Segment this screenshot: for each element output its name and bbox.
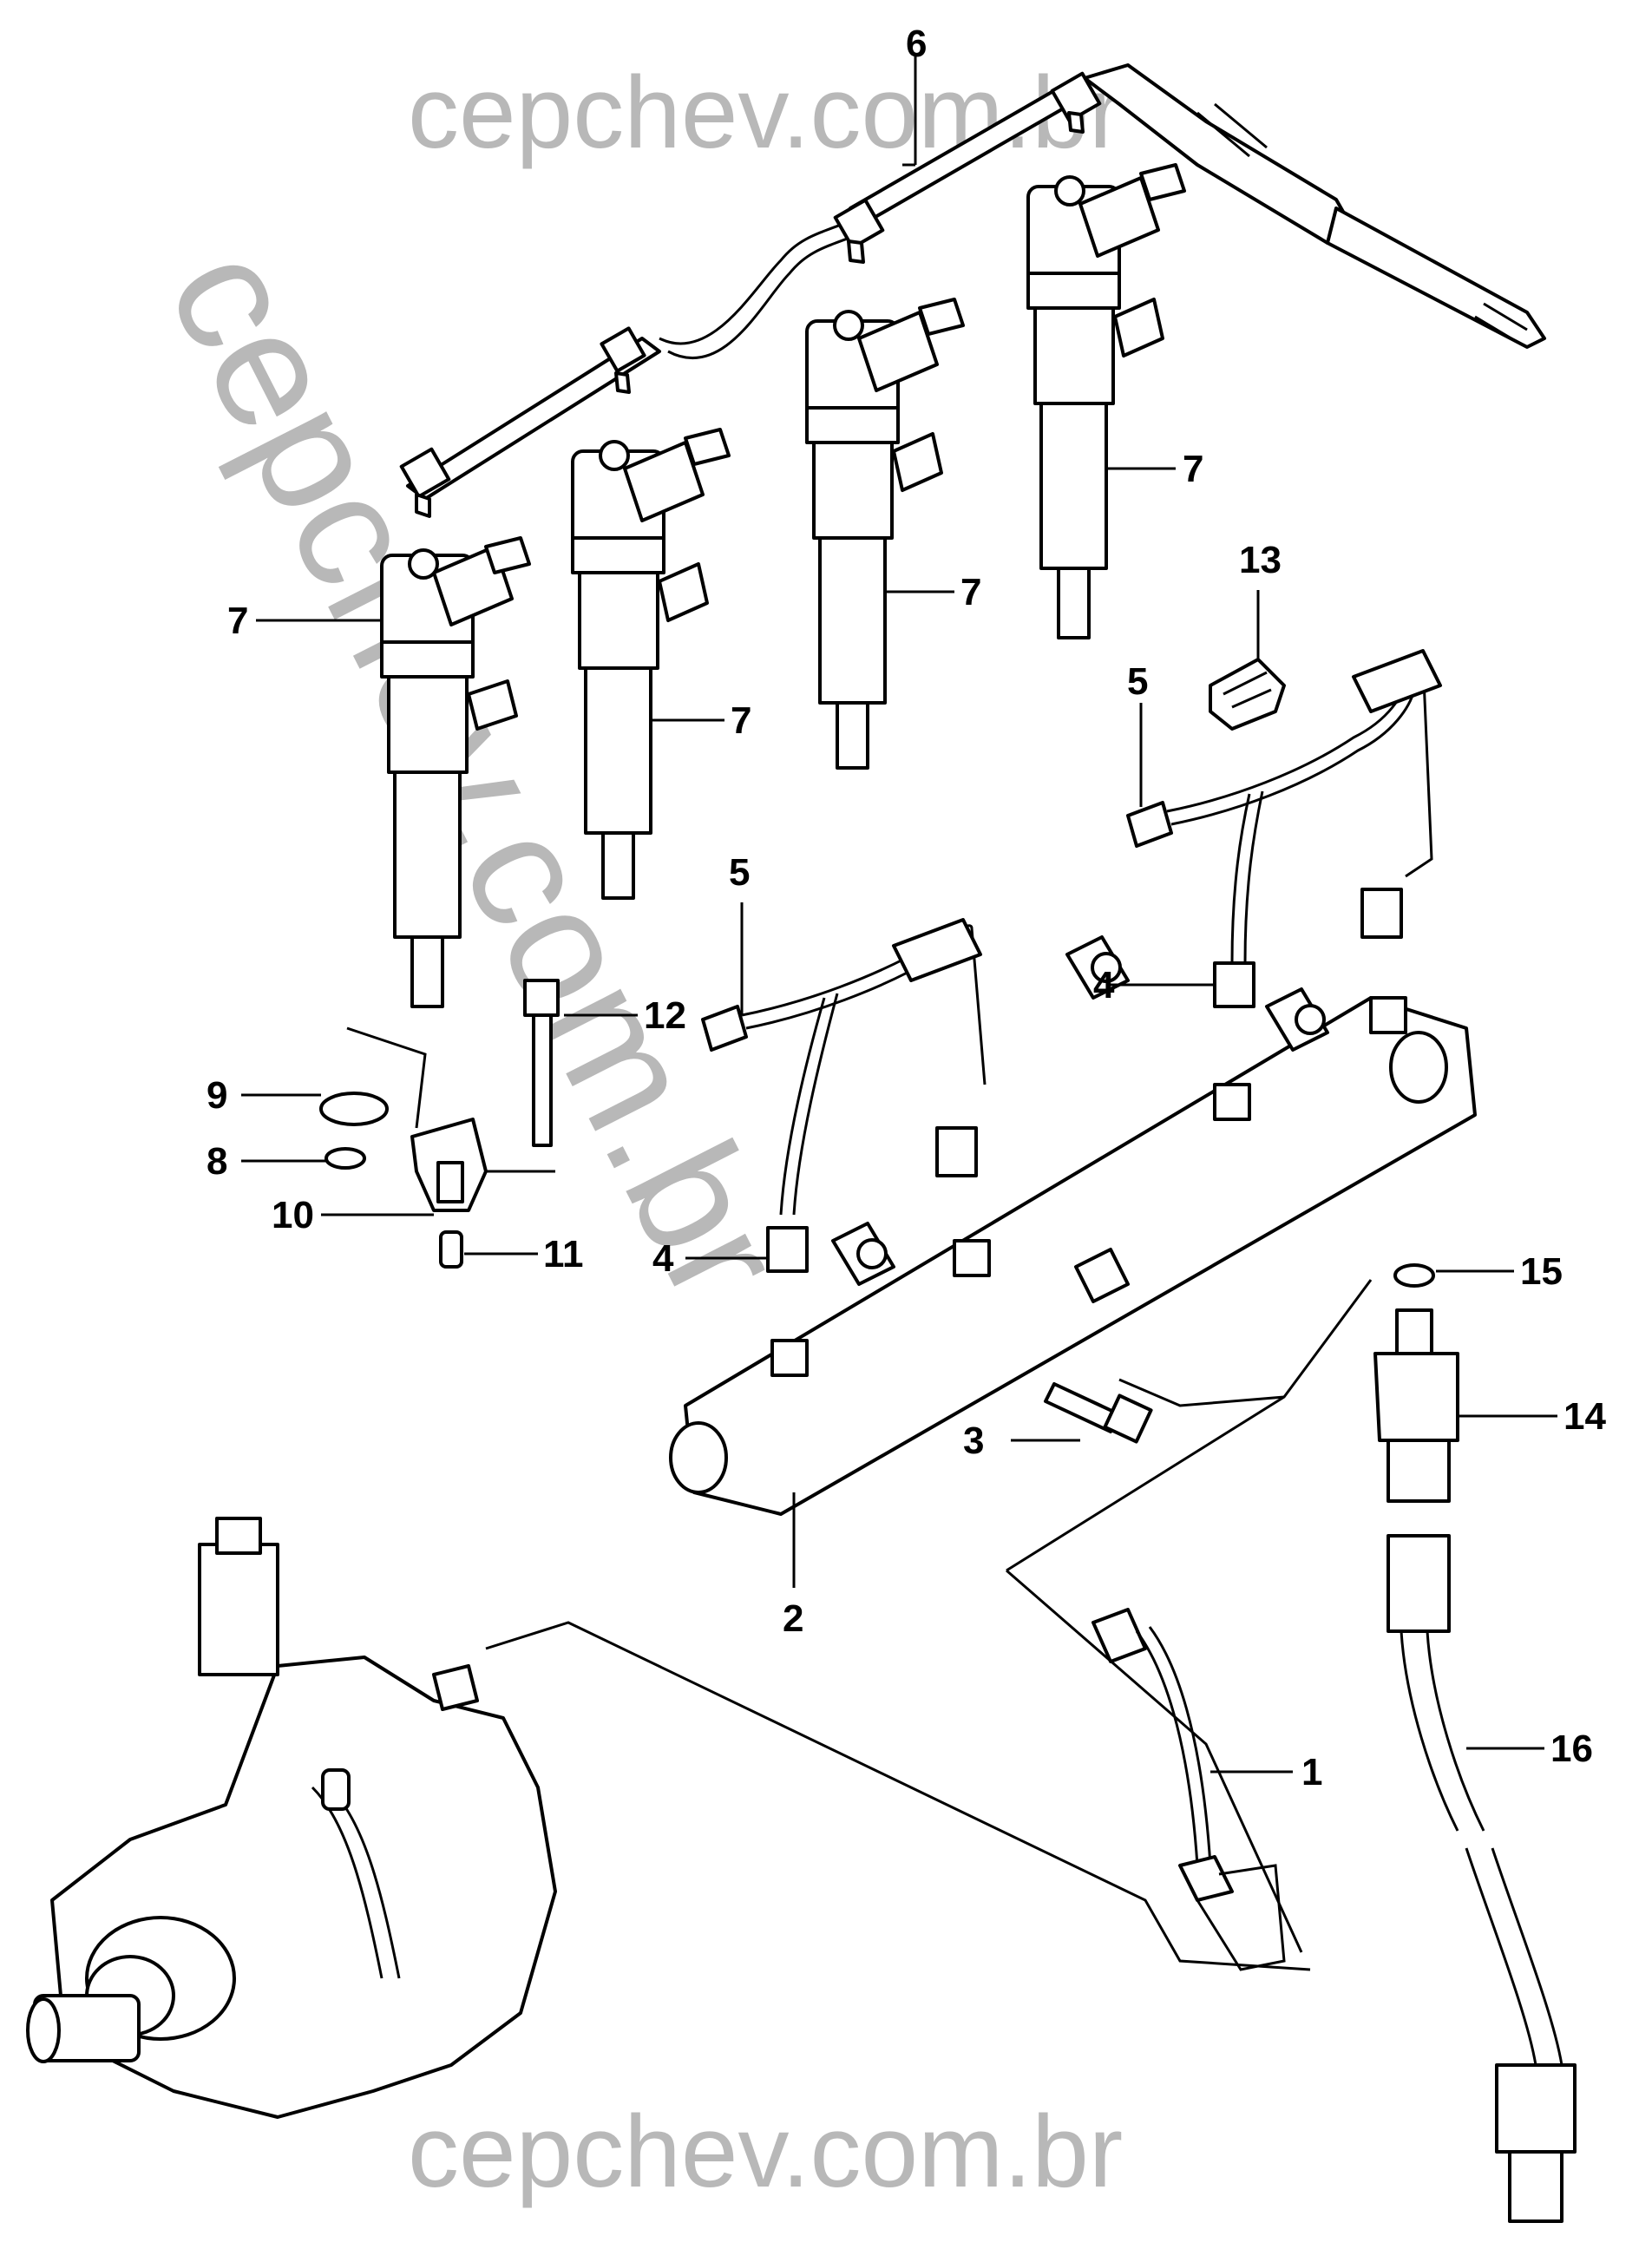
callout-4-a: 4 bbox=[652, 1237, 674, 1280]
callout-3: 3 bbox=[963, 1420, 984, 1462]
copper-washer bbox=[324, 1147, 366, 1170]
callout-6: 6 bbox=[906, 23, 927, 65]
rail-pressure-sensor bbox=[1373, 1308, 1459, 1503]
callout-labels: 6 7 7 7 7 13 5 5 4 12 9 8 10 11 4 3 2 1 … bbox=[206, 23, 1606, 1793]
high-pressure-pipe-right bbox=[1126, 649, 1442, 1008]
seal-ring bbox=[319, 1092, 389, 1126]
callout-7-a: 7 bbox=[227, 600, 248, 642]
sensor-harness bbox=[1386, 1534, 1577, 2223]
callout-12: 12 bbox=[644, 994, 686, 1037]
rail-bolt bbox=[1044, 1382, 1153, 1444]
pump-pressure-pipe bbox=[1092, 1608, 1286, 1971]
high-pressure-pipe-left bbox=[701, 918, 987, 1273]
callout-16: 16 bbox=[1550, 1728, 1593, 1770]
injector-clamp bbox=[410, 1118, 488, 1212]
injector-4 bbox=[1026, 163, 1186, 639]
relation-lines bbox=[346, 1026, 1373, 1971]
callout-5-b: 5 bbox=[1127, 660, 1148, 703]
callout-13: 13 bbox=[1239, 539, 1282, 581]
callout-11: 11 bbox=[543, 1233, 584, 1275]
watermark-top: cepchev.com.br bbox=[408, 56, 1123, 170]
injector-1 bbox=[380, 536, 531, 1008]
high-pressure-pump bbox=[26, 1517, 557, 2119]
o-ring bbox=[1393, 1263, 1435, 1288]
callout-8: 8 bbox=[206, 1140, 227, 1183]
injector-2 bbox=[571, 428, 731, 900]
leader-lines bbox=[241, 56, 1557, 1774]
connector-clip bbox=[1209, 658, 1286, 731]
dowel-pin bbox=[439, 1230, 463, 1269]
fuel-rail bbox=[669, 935, 1477, 1516]
callout-2: 2 bbox=[783, 1597, 803, 1640]
callout-9: 9 bbox=[206, 1074, 227, 1117]
injector-3 bbox=[805, 298, 965, 770]
callout-7-b: 7 bbox=[731, 699, 751, 742]
callout-5-a: 5 bbox=[729, 851, 750, 894]
callout-14: 14 bbox=[1564, 1395, 1606, 1438]
callout-7-c: 7 bbox=[960, 571, 981, 613]
callout-15: 15 bbox=[1520, 1250, 1563, 1293]
injector-bolt bbox=[523, 979, 560, 1147]
return-hose bbox=[399, 63, 1546, 518]
watermark-bottom: cepchev.com.br bbox=[408, 2095, 1123, 2209]
callout-7-d: 7 bbox=[1183, 448, 1203, 490]
callout-1: 1 bbox=[1301, 1751, 1322, 1793]
callout-4-b: 4 bbox=[1093, 964, 1115, 1006]
callout-10: 10 bbox=[272, 1194, 314, 1236]
